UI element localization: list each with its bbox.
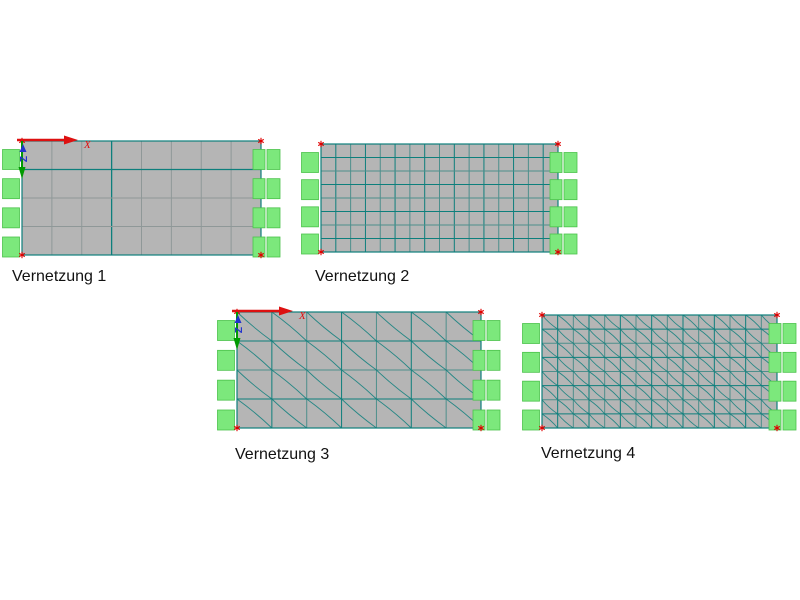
node-marker-icon	[477, 425, 485, 431]
support-block-left	[301, 206, 319, 228]
node-marker-icon	[477, 309, 485, 315]
support-block-right-inner	[549, 233, 563, 255]
coordinate-axes-icon: XZ	[17, 135, 92, 179]
node-marker-icon	[773, 425, 781, 431]
support-block-right-inner	[252, 149, 266, 170]
support-block-right-outer	[486, 349, 501, 371]
support-block-left	[2, 236, 20, 258]
node-marker-icon	[233, 425, 241, 431]
panel-vernetzung-2: Vernetzung 2	[295, 134, 584, 306]
support-block-right-inner	[768, 323, 782, 344]
support-block-left	[522, 351, 540, 373]
support-blocks	[2, 149, 281, 258]
fe-mesh-vernetzung-1: XZ	[2, 135, 281, 259]
support-block-left	[301, 179, 319, 201]
mesh-grid-lines	[321, 144, 558, 252]
node-marker-icon	[317, 249, 325, 255]
support-blocks	[522, 323, 797, 431]
support-blocks	[217, 320, 501, 431]
support-block-right-inner	[472, 349, 486, 371]
support-block-right-inner	[549, 179, 563, 201]
support-block-right-outer	[563, 152, 578, 173]
y-axis-arrowhead-icon	[233, 338, 241, 350]
axis-label-x: X	[83, 139, 92, 151]
support-block-right-inner	[472, 379, 486, 401]
support-block-right-outer	[266, 236, 281, 258]
support-block-right-outer	[266, 207, 281, 229]
support-block-left	[522, 323, 540, 344]
support-block-right-outer	[486, 409, 501, 431]
support-block-right-inner	[768, 380, 782, 402]
node-marker-icon	[538, 425, 546, 431]
support-block-left	[301, 233, 319, 255]
support-block-left	[2, 178, 20, 200]
node-marker-icon	[18, 252, 26, 258]
mesh-caption-vernetzung-1: Vernetzung 1	[12, 268, 107, 285]
x-axis-arrowhead-icon	[279, 306, 293, 316]
mesh-diagonals	[541, 314, 778, 429]
node-marker-icon	[317, 141, 325, 147]
support-block-right-inner	[768, 409, 782, 431]
support-block-right-outer	[486, 379, 501, 401]
support-block-right-outer	[486, 320, 501, 341]
support-block-right-inner	[472, 320, 486, 341]
support-block-left	[301, 152, 319, 173]
z-axis-arrowhead-icon	[19, 144, 27, 152]
axis-label-x: X	[298, 310, 307, 322]
x-axis-arrowhead-icon	[64, 135, 78, 145]
support-block-right-outer	[782, 409, 797, 431]
fe-mesh-vernetzung-2	[301, 140, 578, 256]
support-block-left	[217, 379, 235, 401]
support-block-right-outer	[563, 233, 578, 255]
support-block-right-inner	[549, 152, 563, 173]
support-block-left	[522, 380, 540, 402]
support-block-right-inner	[252, 236, 266, 258]
support-block-right-outer	[782, 323, 797, 344]
support-block-right-outer	[266, 178, 281, 200]
support-block-right-outer	[782, 351, 797, 373]
axis-label-z: Z	[19, 156, 30, 162]
support-block-left	[522, 409, 540, 431]
support-block-right-outer	[563, 206, 578, 228]
support-block-right-inner	[252, 178, 266, 200]
support-block-right-inner	[472, 409, 486, 431]
support-block-right-outer	[782, 380, 797, 402]
node-marker-icon	[554, 249, 562, 255]
node-marker-icon	[257, 138, 265, 144]
support-block-left	[217, 320, 235, 341]
support-block-right-inner	[252, 207, 266, 229]
mesh-caption-vernetzung-4: Vernetzung 4	[541, 445, 636, 462]
support-block-left	[217, 349, 235, 371]
support-block-left	[2, 149, 20, 170]
mesh-caption-vernetzung-3: Vernetzung 3	[235, 446, 330, 463]
support-block-left	[217, 409, 235, 431]
support-blocks	[301, 152, 578, 255]
support-block-left	[2, 207, 20, 229]
node-marker-icon	[538, 312, 546, 318]
node-marker-icon	[773, 312, 781, 318]
panel-vernetzung-4: Vernetzung 4	[516, 305, 800, 481]
mesh-grid-lines	[22, 141, 261, 255]
coordinate-axes-icon: XZ	[232, 306, 307, 350]
fe-mesh-vernetzung-3: XZ	[217, 306, 501, 432]
node-marker-icon	[257, 252, 265, 258]
z-axis-arrowhead-icon	[234, 315, 242, 323]
support-block-right-inner	[768, 351, 782, 373]
support-block-right-outer	[266, 149, 281, 170]
node-marker-icon	[554, 141, 562, 147]
fe-mesh-vernetzung-4	[522, 311, 797, 432]
support-block-right-inner	[549, 206, 563, 228]
corner-node-markers	[317, 140, 562, 256]
y-axis-arrowhead-icon	[18, 167, 26, 179]
axis-label-z: Z	[234, 327, 245, 333]
mesh-caption-vernetzung-2: Vernetzung 2	[315, 268, 410, 285]
corner-node-markers	[538, 311, 781, 432]
support-block-right-outer	[563, 179, 578, 201]
